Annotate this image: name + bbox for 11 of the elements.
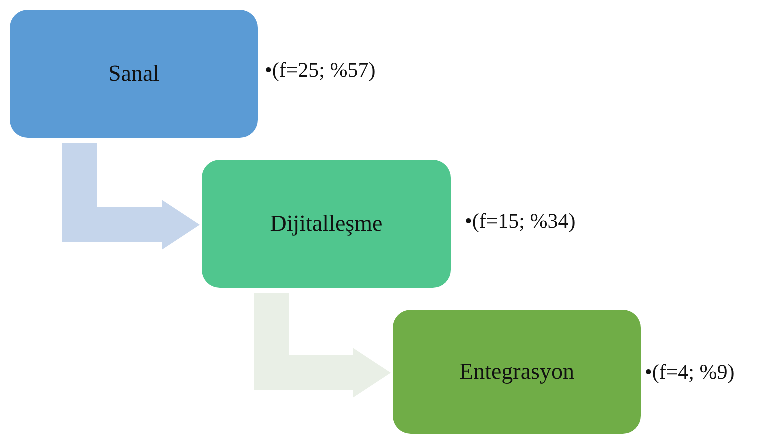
box-label: Sanal — [108, 61, 160, 87]
box-label: Dijitalleşme — [270, 211, 383, 237]
rounded-box — [202, 160, 451, 288]
rounded-box — [10, 10, 258, 138]
bent-arrow — [254, 293, 391, 398]
frequency-note: •(f=25; %57) — [265, 58, 376, 83]
box-label: Entegrasyon — [460, 359, 574, 385]
rounded-box — [393, 310, 641, 434]
frequency-note: •(f=4; %9) — [645, 360, 735, 385]
bent-arrow — [62, 143, 200, 250]
frequency-note: •(f=15; %34) — [465, 209, 576, 234]
